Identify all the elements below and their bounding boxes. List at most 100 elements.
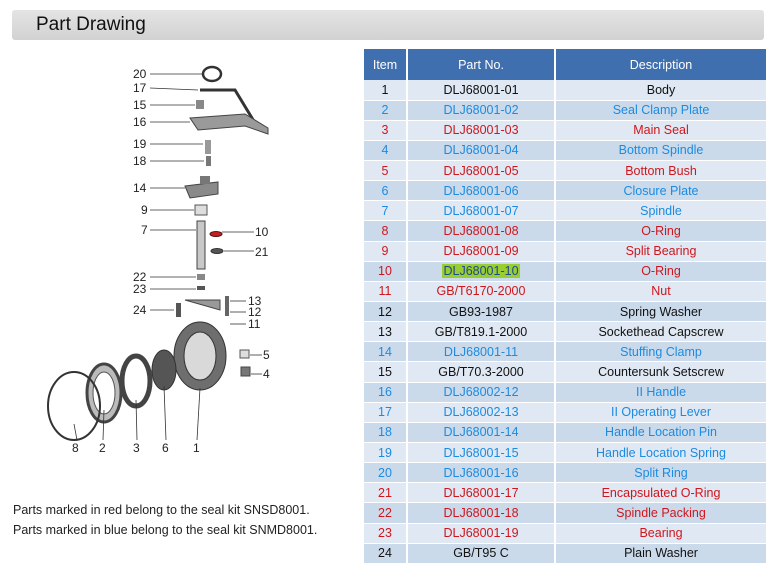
- description-cell: Spindle Packing: [555, 502, 766, 524]
- description-cell: Countersunk Setscrew: [555, 361, 766, 383]
- description-cell: Sockethead Capscrew: [555, 321, 766, 343]
- part-no-cell: DLJ68001-18: [407, 502, 556, 524]
- header-description: Description: [555, 49, 766, 80]
- item-cell: 21: [364, 482, 408, 504]
- callout-4: 4: [263, 367, 270, 381]
- body-o-ring-part: [47, 371, 101, 441]
- item-cell: 8: [364, 220, 408, 242]
- section-header: Part Drawing: [12, 10, 764, 40]
- split-ring-part: [201, 65, 223, 83]
- description-cell: Seal Clamp Plate: [555, 100, 766, 121]
- item-cell: 17: [364, 402, 408, 423]
- item-cell: 18: [364, 422, 408, 444]
- item-cell: 6: [364, 180, 408, 202]
- part-no-cell: DLJ68001-06: [407, 180, 556, 202]
- description-cell: Plain Washer: [555, 543, 766, 564]
- callout-8: 8: [72, 441, 79, 455]
- part-no-cell: DLJ68002-12: [407, 382, 556, 403]
- description-cell: II Handle: [555, 382, 766, 403]
- part-no-cell: DLJ68001-14: [407, 422, 556, 444]
- item-cell: 7: [364, 200, 408, 222]
- callout-3: 3: [133, 441, 140, 455]
- callout-13: 13: [248, 294, 262, 308]
- part-no-cell: DLJ68001-09: [407, 241, 556, 262]
- item-cell: 24: [364, 543, 408, 564]
- callout-1: 1: [193, 441, 200, 455]
- item-cell: 20: [364, 462, 408, 484]
- table-header-row: Item Part No. Description: [364, 49, 766, 80]
- red-kit-note: Parts marked in red belong to the seal k…: [13, 503, 310, 517]
- exploded-part-drawing: 20 17 15 16 19 18 14 9 7 10 21 22 23 24 …: [47, 65, 270, 455]
- part-no-cell: DLJ68001-01: [407, 80, 556, 101]
- callout-10: 10: [255, 225, 269, 239]
- item-cell: 16: [364, 382, 408, 403]
- stuffing-clamp-part: [184, 181, 219, 199]
- item-cell: 23: [364, 523, 408, 544]
- part-no-cell: DLJ68001-11: [407, 341, 556, 363]
- description-cell: Main Seal: [555, 120, 766, 141]
- item-cell: 14: [364, 341, 408, 363]
- part-no-cell: DLJ68002-13: [407, 402, 556, 423]
- description-cell: II Operating Lever: [555, 402, 766, 423]
- section-title: Part Drawing: [36, 14, 146, 35]
- description-cell: Stuffing Clamp: [555, 341, 766, 363]
- callout-23: 23: [133, 282, 147, 296]
- part-no-cell: DLJ68001-04: [407, 140, 556, 162]
- callout-14: 14: [133, 181, 147, 195]
- callout-7: 7: [141, 223, 148, 237]
- seal-kit-notes: Parts marked in red belong to the seal k…: [13, 500, 317, 540]
- callout-2: 2: [99, 441, 106, 455]
- item-cell: 10: [364, 261, 408, 282]
- description-cell: Bottom Spindle: [555, 140, 766, 162]
- item-cell: 5: [364, 160, 408, 182]
- item-cell: 2: [364, 100, 408, 121]
- callout-19: 19: [133, 137, 147, 151]
- description-cell: Handle Location Pin: [555, 422, 766, 444]
- description-cell: Spring Washer: [555, 301, 766, 323]
- part-no-cell: GB93-1987: [407, 301, 556, 323]
- callout-12: 12: [248, 305, 262, 319]
- callout-6: 6: [162, 441, 169, 455]
- callout-15: 15: [133, 98, 147, 112]
- part-no-cell: DLJ68001-10: [407, 261, 556, 282]
- description-cell: Closure Plate: [555, 180, 766, 202]
- part-no-cell: GB/T6170-2000: [407, 281, 556, 303]
- spindle-part: [196, 220, 206, 270]
- callout-16: 16: [133, 115, 147, 129]
- item-cell: 4: [364, 140, 408, 162]
- valve-body-part: [184, 299, 221, 311]
- header-part-no: Part No.: [407, 49, 556, 80]
- callout-9: 9: [141, 203, 148, 217]
- part-no-cell: DLJ68001-17: [407, 482, 556, 504]
- description-cell: Nut: [555, 281, 766, 303]
- item-cell: 19: [364, 442, 408, 464]
- callout-17: 17: [133, 81, 147, 95]
- description-cell: O-Ring: [555, 261, 766, 282]
- table-row: 10 DLJ68001-10 O-Ring: [364, 261, 766, 282]
- part-no-cell: DLJ68001-07: [407, 200, 556, 222]
- item-cell: 12: [364, 301, 408, 323]
- description-cell: Spindle: [555, 200, 766, 222]
- callout-18: 18: [133, 154, 147, 168]
- part-no-cell: DLJ68001-03: [407, 120, 556, 141]
- highlighted-part-no: DLJ68001-10: [442, 264, 520, 279]
- part-no-cell: DLJ68001-08: [407, 220, 556, 242]
- item-cell: 13: [364, 321, 408, 343]
- main-seal-part: [119, 353, 153, 409]
